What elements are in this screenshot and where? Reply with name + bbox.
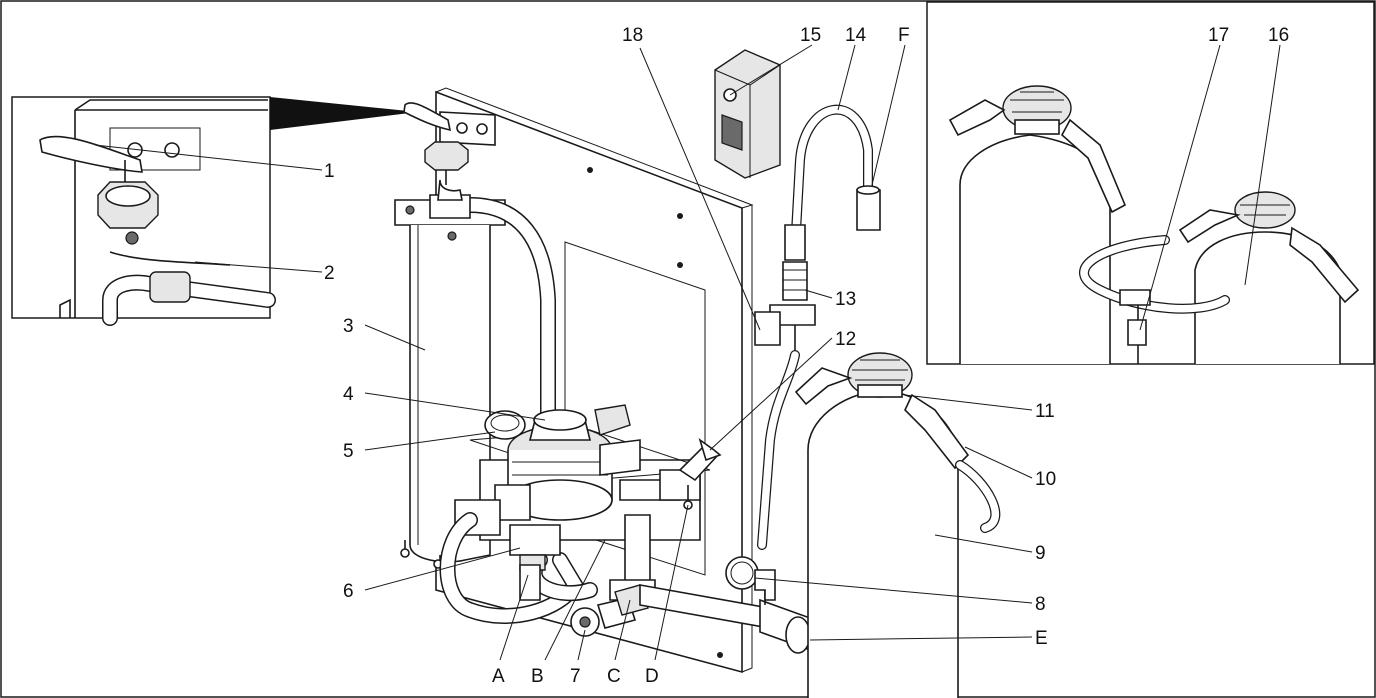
callout-16: 16 bbox=[1268, 25, 1289, 46]
callout-4: 4 bbox=[343, 384, 354, 405]
callout-7: 7 bbox=[570, 666, 581, 687]
callout-10: 10 bbox=[1035, 469, 1056, 490]
callout-14: 14 bbox=[845, 25, 867, 46]
detail-inset-valve-lever bbox=[11, 96, 418, 326]
callout-5: 5 bbox=[343, 441, 354, 462]
valve-assembly bbox=[454, 404, 711, 601]
pressure-gauge bbox=[725, 556, 776, 601]
callout-17: 17 bbox=[1208, 25, 1229, 46]
callout-6: 6 bbox=[343, 581, 354, 602]
callout-11: 11 bbox=[1035, 401, 1055, 422]
callout-3: 3 bbox=[343, 316, 354, 337]
callout-C: C bbox=[607, 666, 621, 687]
callout-9: 9 bbox=[1035, 543, 1046, 564]
callout-A: A bbox=[492, 666, 505, 687]
hose-upper bbox=[429, 179, 556, 428]
callout-15: 15 bbox=[800, 25, 821, 46]
leader-lines bbox=[94, 44, 1281, 661]
control-box bbox=[714, 49, 781, 179]
callout-D: D bbox=[645, 666, 659, 687]
top-valve-lever bbox=[403, 102, 496, 185]
callout-E: E bbox=[1035, 628, 1048, 649]
callout-F: F bbox=[898, 25, 910, 46]
callout-8: 8 bbox=[1035, 594, 1046, 615]
callout-13: 13 bbox=[835, 289, 856, 310]
callout-12: 12 bbox=[835, 329, 856, 350]
detail-inset-two-bottles bbox=[926, 1, 1375, 365]
outlet-pipe bbox=[639, 580, 811, 654]
callout-18: 18 bbox=[622, 25, 643, 46]
brine-tube bbox=[754, 104, 881, 550]
hose-lower-loop bbox=[439, 512, 598, 624]
callout-labels: 1 2 3 4 5 6 A B 7 C D 18 15 14 F 13 12 1… bbox=[324, 25, 1289, 687]
brine-tank bbox=[794, 352, 1001, 698]
callout-1: 1 bbox=[324, 161, 335, 182]
callout-B: B bbox=[531, 666, 544, 687]
callout-2: 2 bbox=[324, 263, 335, 284]
